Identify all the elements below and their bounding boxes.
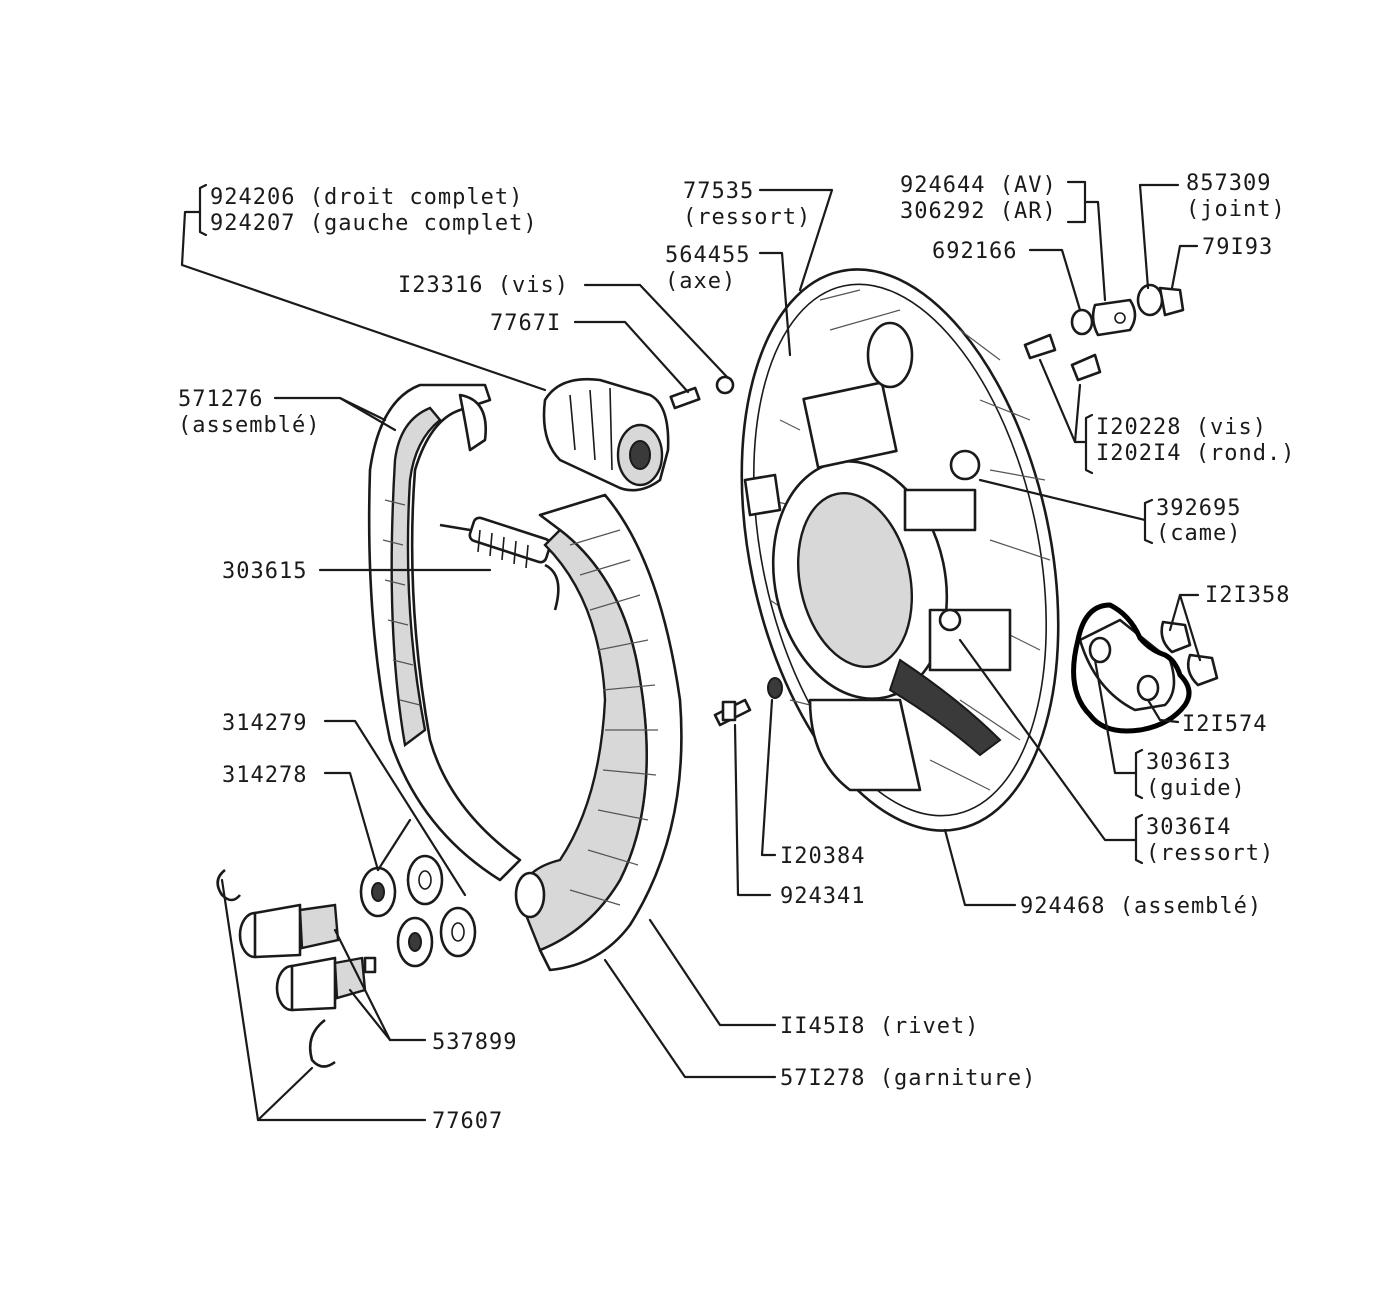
label-washer-314278: 314278	[222, 763, 307, 788]
label-washer-314279: 314279	[222, 711, 307, 736]
label-nut-121358: I2I358	[1205, 583, 1290, 608]
cylinder-screws-drawing	[669, 375, 735, 410]
cam-hardware-drawing	[1023, 283, 1185, 382]
leader-lines	[180, 180, 1202, 1122]
right-brake-shoe-drawing	[514, 493, 683, 972]
label-plate-306292: 306292 (AR)	[900, 199, 1057, 224]
label-guide-303613-num: 3036I3	[1146, 750, 1231, 775]
label-shoe-right: 924206 (droit complet)	[210, 185, 523, 210]
label-washer-121574: I2I574	[1182, 712, 1267, 737]
label-axle-564455-note: (axe)	[665, 269, 736, 294]
label-shoe-left: 924207 (gauche complet)	[210, 211, 538, 236]
label-clip-77607: 77607	[432, 1109, 503, 1134]
label-guide-303613-note: (guide)	[1146, 776, 1246, 801]
retaining-clips-drawing	[216, 868, 336, 1068]
label-washer-120214: I202I4 (rond.)	[1096, 441, 1295, 466]
anchor-pins-drawing	[238, 903, 377, 1012]
label-spring-77535-note: (ressort)	[683, 205, 811, 230]
label-assembly-shoe-note: (assemblé)	[178, 413, 320, 438]
wheel-cylinder-drawing	[542, 377, 670, 492]
highlight-outline	[1071, 602, 1192, 734]
label-spring-303614-num: 3036I4	[1146, 815, 1231, 840]
label-washer-120384: I20384	[780, 844, 865, 869]
label-joint-857309-note: (joint)	[1186, 197, 1286, 222]
label-spring-77535-num: 77535	[683, 179, 754, 204]
label-spring-303615: 303615	[222, 559, 307, 584]
label-screw-120228: I20228 (vis)	[1096, 415, 1267, 440]
label-axle-564455-num: 564455	[665, 243, 750, 268]
left-brake-shoe-drawing	[367, 383, 522, 882]
washers-drawing	[359, 854, 477, 968]
label-pin-537899: 537899	[432, 1030, 517, 1055]
shoe-return-spring-drawing	[439, 516, 560, 611]
label-lining-571278: 57I278 (garniture)	[780, 1066, 1036, 1091]
callout-labels: 924206 (droit complet) 924207 (gauche co…	[178, 171, 1295, 1134]
label-bolt-924341: 924341	[780, 884, 865, 909]
guide-nuts-drawing	[1078, 618, 1219, 712]
label-part-77671: 7767I	[490, 311, 561, 336]
label-cam-392695-num: 392695	[1156, 496, 1241, 521]
label-nut-79193: 79I93	[1202, 235, 1273, 260]
label-cam-392695-note: (came)	[1156, 521, 1241, 546]
label-backplate-924468: 924468 (assemblé)	[1020, 894, 1262, 919]
label-assembly-shoe-num: 571276	[178, 387, 263, 412]
label-spring-303614-note: (ressort)	[1146, 841, 1274, 866]
label-rivet-114518: II45I8 (rivet)	[780, 1014, 979, 1039]
bolt-washer-drawing	[713, 677, 783, 727]
backing-plate-drawing	[740, 268, 1060, 832]
label-plate-924644: 924644 (AV)	[900, 173, 1057, 198]
label-washer-692166: 692166	[932, 239, 1017, 264]
label-joint-857309-num: 857309	[1186, 171, 1271, 196]
label-screw-123316: I23316 (vis)	[398, 273, 569, 298]
